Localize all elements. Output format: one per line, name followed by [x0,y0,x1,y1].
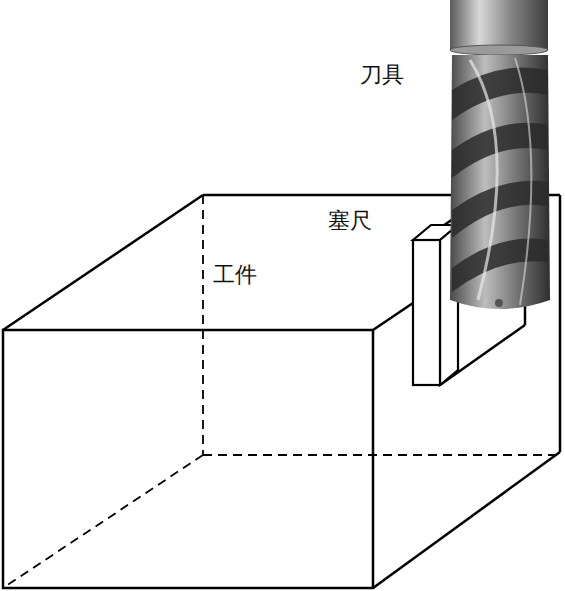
workpiece-label: 工件 [213,262,257,288]
gauge-label: 塞尺 [328,208,372,234]
tool-label: 刀具 [360,62,404,88]
workpiece [3,195,560,588]
end-mill [450,0,550,309]
